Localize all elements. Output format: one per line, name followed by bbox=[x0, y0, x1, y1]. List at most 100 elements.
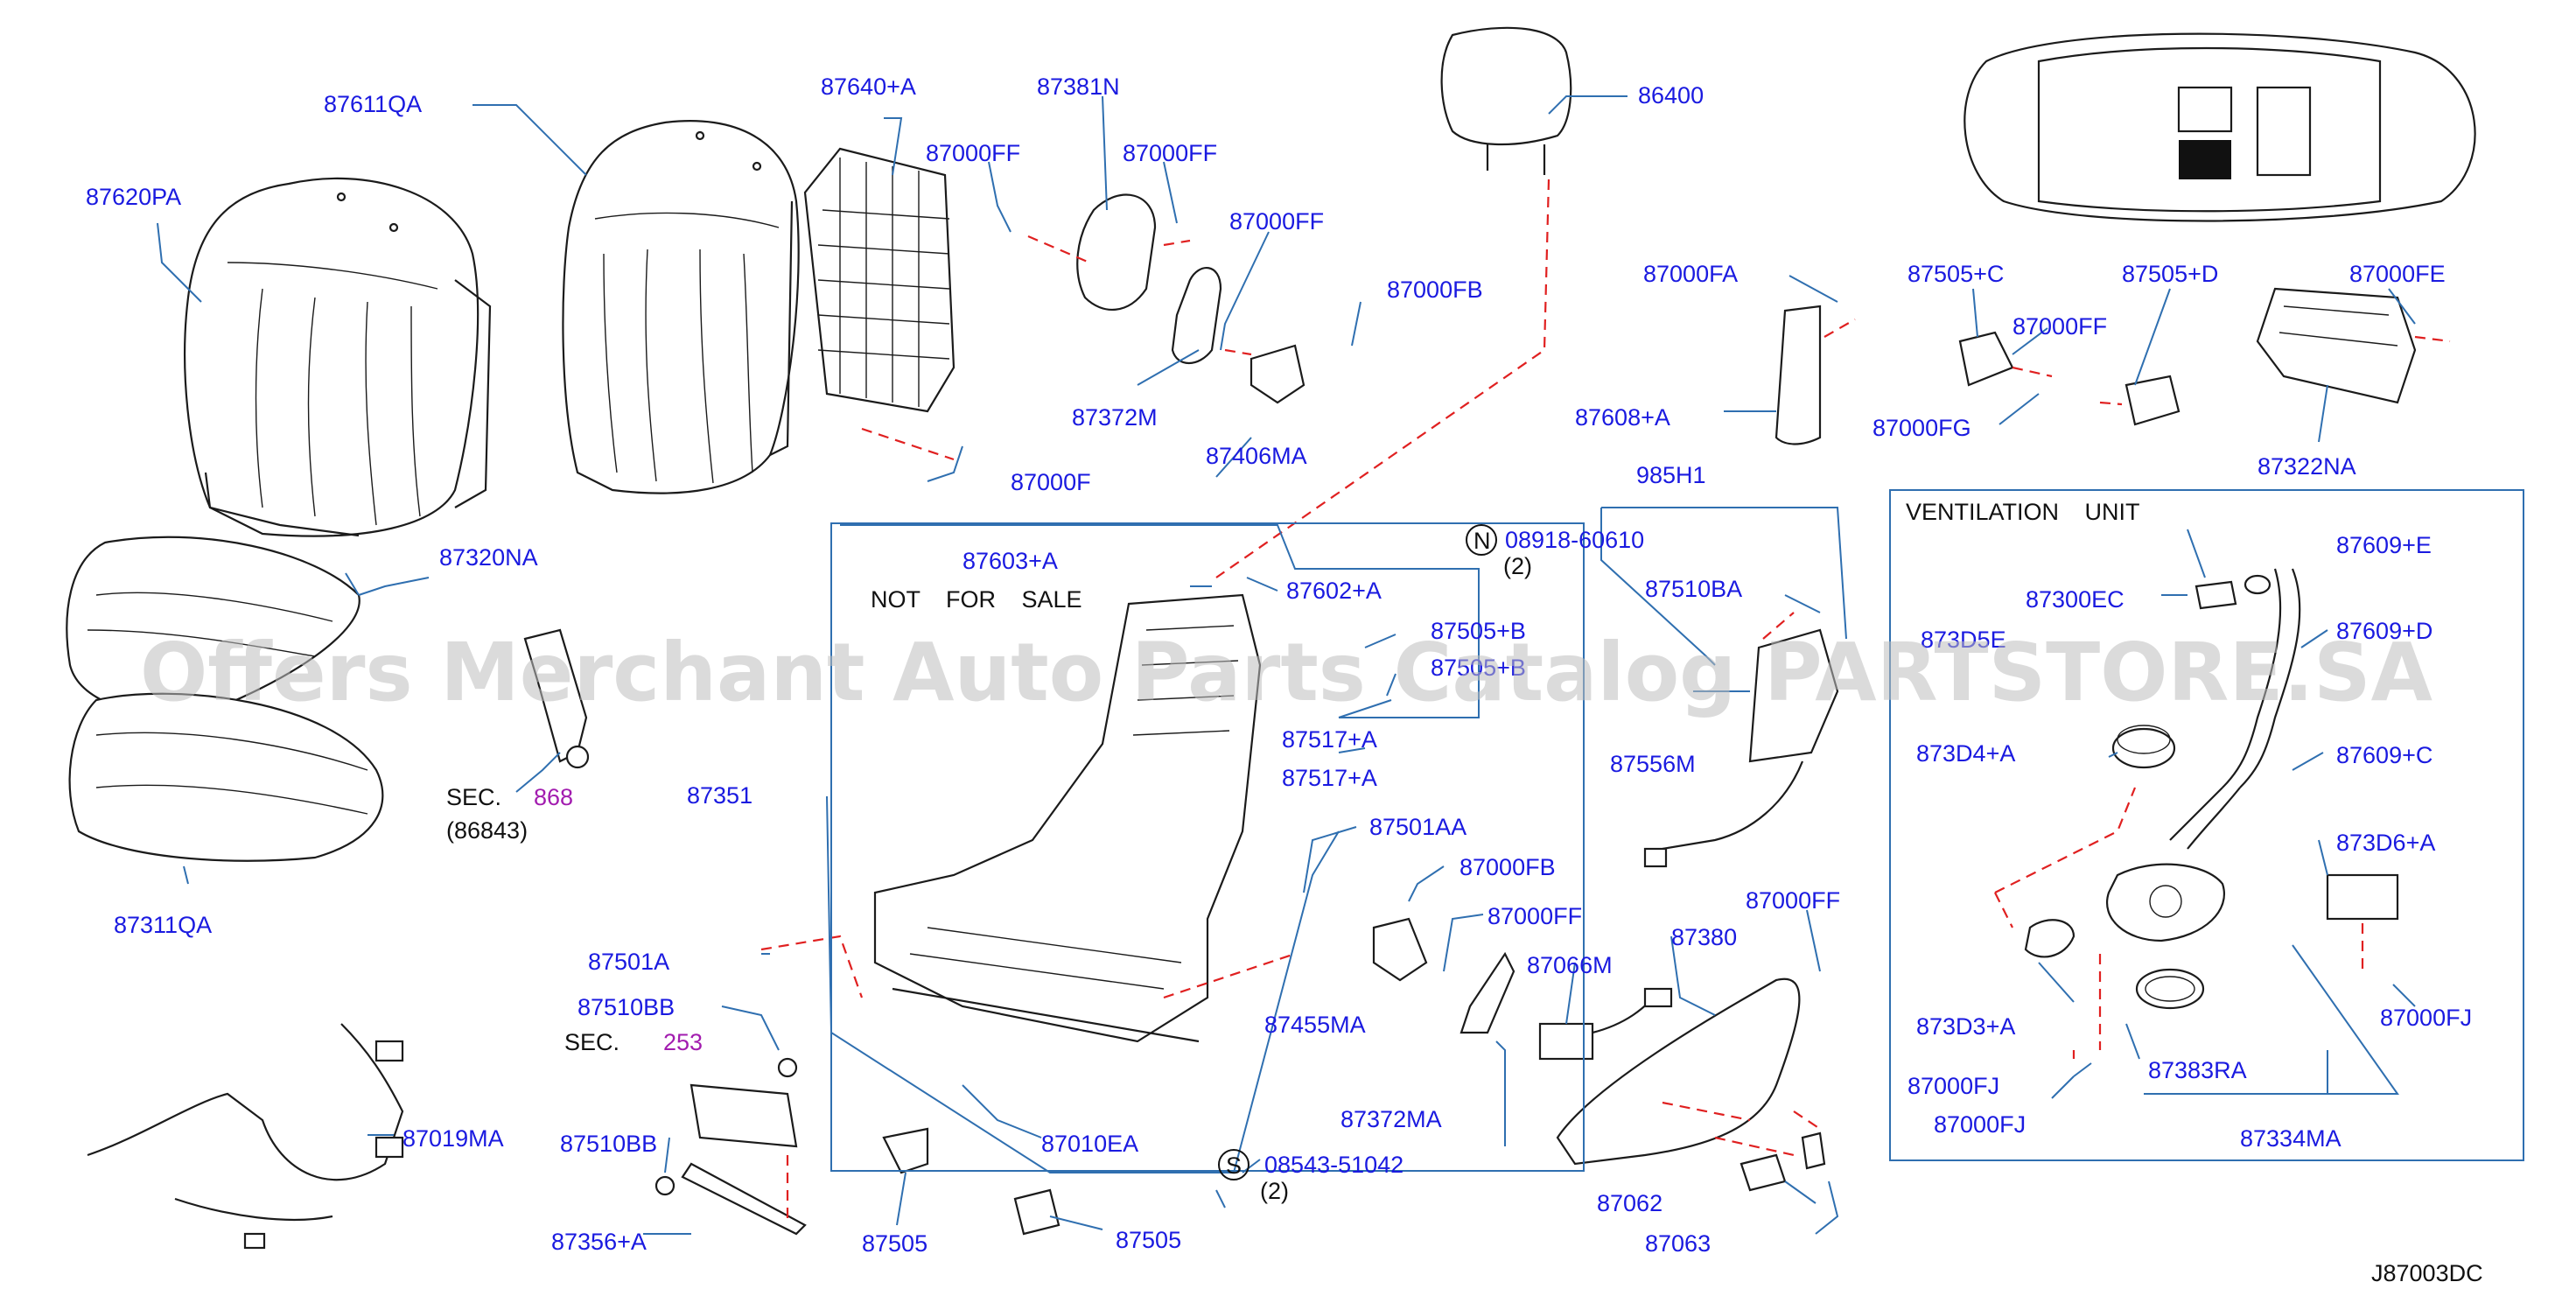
watermark: Offers Merchant Auto Parts Catalog PARTS… bbox=[140, 626, 2432, 719]
label-87000FF-5[interactable]: 87000FF bbox=[1488, 903, 1582, 929]
lever-87372MA-drawing bbox=[1460, 951, 1516, 1034]
cushion-pad-drawing bbox=[66, 536, 360, 719]
label-87000FF-6[interactable]: 87000FF bbox=[1746, 887, 1840, 914]
label-87611QA[interactable]: 87611QA bbox=[324, 91, 422, 117]
label-87372MA[interactable]: 87372MA bbox=[1340, 1106, 1442, 1132]
label-873D6A[interactable]: 873D6+A bbox=[2336, 830, 2435, 856]
label-87608A[interactable]: 87608+A bbox=[1575, 404, 1670, 431]
assembly-dashed-lines bbox=[760, 179, 2451, 1225]
label-87300EC[interactable]: 87300EC bbox=[2026, 586, 2124, 613]
label-985H1[interactable]: 985H1 bbox=[1636, 462, 1706, 488]
label-87609C[interactable]: 87609+C bbox=[2336, 742, 2432, 768]
label-87066M[interactable]: 87066M bbox=[1527, 952, 1613, 978]
label-87010EA[interactable]: 87010EA bbox=[1041, 1131, 1138, 1157]
gasket-87300EC-drawing bbox=[2194, 574, 2272, 610]
label-87517A-1[interactable]: 87517+A bbox=[1282, 726, 1377, 753]
label-87406MA[interactable]: 87406MA bbox=[1206, 443, 1307, 469]
label-87505-2[interactable]: 87505 bbox=[1116, 1227, 1181, 1253]
label-87381N[interactable]: 87381N bbox=[1037, 74, 1120, 100]
label-87000FF-3[interactable]: 87000FF bbox=[1229, 208, 1324, 235]
note-ventilation-unit: VENTILATION UNIT bbox=[1906, 499, 2140, 525]
label-87455MA[interactable]: 87455MA bbox=[1264, 1012, 1366, 1038]
blower-87334MA-drawing bbox=[2106, 863, 2225, 942]
label-87556M[interactable]: 87556M bbox=[1610, 751, 1696, 777]
label-87000FB-2[interactable]: 87000FB bbox=[1460, 854, 1556, 880]
label-87019MA[interactable]: 87019MA bbox=[402, 1125, 504, 1152]
bracket-87505D-drawing bbox=[2124, 375, 2180, 426]
s-symbol-circle bbox=[1218, 1149, 1250, 1180]
label-87505C[interactable]: 87505+C bbox=[1908, 261, 2004, 287]
label-87311QA[interactable]: 87311QA bbox=[114, 912, 212, 938]
label-87000FF-2[interactable]: 87000FF bbox=[1123, 140, 1217, 166]
seat-belt-buckle-drawing bbox=[523, 628, 590, 769]
label-87609D[interactable]: 87609+D bbox=[2336, 618, 2432, 644]
label-87505B[interactable]: 87505+B bbox=[1431, 618, 1526, 644]
label-87603A[interactable]: 87603+A bbox=[962, 548, 1058, 574]
label-87062[interactable]: 87062 bbox=[1597, 1190, 1662, 1216]
part-87455MA-drawing bbox=[1372, 917, 1428, 982]
part-labels: 87611QA 87620PA 87640+A 87381N 87000FF 8… bbox=[86, 74, 2472, 1257]
note-n-symbol: N bbox=[1474, 528, 1491, 554]
note-not-for-sale: NOT FOR SALE bbox=[871, 586, 1082, 613]
label-873D3A[interactable]: 873D3+A bbox=[1916, 1013, 2015, 1040]
label-87501AA[interactable]: 87501AA bbox=[1369, 814, 1466, 840]
label-87609E[interactable]: 87609+E bbox=[2336, 532, 2432, 558]
label-87501A[interactable]: 87501A bbox=[588, 949, 669, 975]
label-873D4A[interactable]: 873D4+A bbox=[1916, 740, 2015, 767]
label-87383RA[interactable]: 87383RA bbox=[2148, 1057, 2247, 1083]
note-s-qty: (2) bbox=[1260, 1178, 1289, 1204]
label-87000FJ-3[interactable]: 87000FJ bbox=[1934, 1111, 2026, 1138]
label-08918-60610[interactable]: 08918-60610 bbox=[1505, 527, 1644, 553]
label-87505-1[interactable]: 87505 bbox=[862, 1230, 928, 1257]
ventilation-unit-box bbox=[1889, 489, 2524, 1161]
label-87356A[interactable]: 87356+A bbox=[551, 1229, 647, 1255]
note-sec-253-prefix: SEC. bbox=[564, 1029, 620, 1055]
clip-87505-right-drawing bbox=[1013, 1188, 1060, 1236]
label-87334MA[interactable]: 87334MA bbox=[2240, 1125, 2342, 1152]
label-87000FF-1[interactable]: 87000FF bbox=[926, 140, 1020, 166]
label-87000F[interactable]: 87000F bbox=[1011, 469, 1091, 495]
label-87510BA[interactable]: 87510BA bbox=[1645, 576, 1742, 602]
label-87372M[interactable]: 87372M bbox=[1072, 404, 1158, 431]
leader-lines bbox=[157, 95, 2416, 1235]
knob-87062-drawing bbox=[1740, 1153, 1787, 1192]
controller-873D6-drawing bbox=[2326, 873, 2399, 921]
label-86400[interactable]: 86400 bbox=[1638, 82, 1704, 109]
label-87000FJ-2[interactable]: 87000FJ bbox=[1908, 1073, 1999, 1099]
seat-module-drawing bbox=[654, 1057, 807, 1236]
knob-87063-drawing bbox=[1801, 1131, 1826, 1170]
headrest-drawing bbox=[1440, 26, 1572, 175]
label-87322NA[interactable]: 87322NA bbox=[2258, 453, 2356, 480]
label-87510BB-1[interactable]: 87510BB bbox=[578, 994, 675, 1020]
label-87000FE[interactable]: 87000FE bbox=[2349, 261, 2446, 287]
motor-873D3-drawing bbox=[2024, 919, 2076, 958]
label-87380[interactable]: 87380 bbox=[1671, 924, 1737, 950]
label-87000FB-1[interactable]: 87000FB bbox=[1387, 277, 1483, 303]
seat-frame-group-box bbox=[830, 522, 1585, 1172]
label-87000FG[interactable]: 87000FG bbox=[1872, 415, 1971, 441]
label-873D5E[interactable]: 873D5E bbox=[1921, 627, 2006, 653]
label-87320NA[interactable]: 87320NA bbox=[439, 544, 538, 571]
label-87517A-2[interactable]: 87517+A bbox=[1282, 765, 1377, 791]
label-87505B-2[interactable]: 87505+B bbox=[1431, 655, 1526, 681]
label-87000FF-4[interactable]: 87000FF bbox=[2012, 313, 2107, 340]
label-87351[interactable]: 87351 bbox=[687, 782, 752, 809]
note-sec-868-prefix: SEC. bbox=[446, 784, 501, 810]
seat-back-frame-mesh-drawing bbox=[803, 147, 956, 413]
label-87063[interactable]: 87063 bbox=[1645, 1230, 1711, 1257]
bracket-87505C-drawing bbox=[1958, 331, 2014, 387]
label-87000FJ-1[interactable]: 87000FJ bbox=[2380, 1005, 2472, 1031]
label-87620PA[interactable]: 87620PA bbox=[86, 184, 181, 210]
note-sec-253[interactable]: 253 bbox=[663, 1029, 703, 1055]
label-87000FA[interactable]: 87000FA bbox=[1643, 261, 1738, 287]
wiring-harness-drawing bbox=[87, 1023, 404, 1250]
label-87510BB-2[interactable]: 87510BB bbox=[560, 1131, 657, 1157]
label-87602A[interactable]: 87602+A bbox=[1286, 578, 1382, 604]
note-n-qty: (2) bbox=[1503, 553, 1532, 579]
note-sec-868[interactable]: 868 bbox=[534, 784, 573, 810]
label-87505D[interactable]: 87505+D bbox=[2122, 261, 2218, 287]
label-87640A[interactable]: 87640+A bbox=[821, 74, 916, 100]
label-08543-51042[interactable]: 08543-51042 bbox=[1264, 1152, 1404, 1178]
